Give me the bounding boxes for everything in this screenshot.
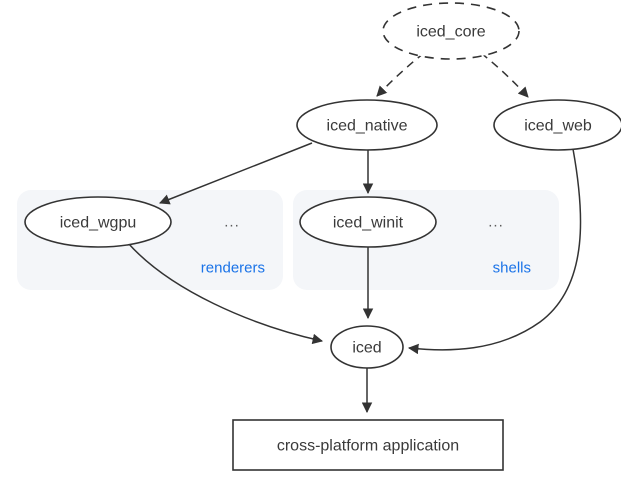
cluster-shells-label: shells — [493, 260, 531, 277]
node-iced-wgpu-shape[interactable] — [24, 196, 172, 248]
edge-core-to-web — [480, 52, 529, 98]
node-cross-platform-application[interactable]: cross-platform application — [232, 419, 504, 471]
node-iced-winit-shape[interactable] — [299, 196, 437, 248]
node-iced-winit-label: iced_winit — [333, 215, 404, 232]
edge-web-to-iced — [407, 148, 582, 355]
node-iced-core[interactable]: iced_core — [382, 2, 520, 60]
node-cross-platform-application-shape[interactable] — [232, 419, 504, 471]
node-iced-label: iced — [352, 340, 381, 357]
node-iced[interactable]: iced — [330, 325, 404, 369]
cluster-renderers-label: renderers — [201, 260, 265, 277]
node-iced-core-label: iced_core — [416, 24, 485, 41]
renderers-more-ellipsis: ... — [224, 214, 240, 231]
node-iced-native-shape[interactable] — [296, 99, 438, 151]
edge-native-to-wgpu — [159, 142, 313, 205]
shells-more-ellipsis: ... — [488, 214, 504, 231]
node-iced-winit[interactable]: iced_winit — [299, 196, 437, 248]
edge-wgpu-to-iced — [127, 242, 324, 345]
node-iced-wgpu[interactable]: iced_wgpu — [24, 196, 172, 248]
node-iced-web-label: iced_web — [524, 118, 592, 135]
node-iced-shape[interactable] — [330, 325, 404, 369]
node-iced-web[interactable]: iced_web — [493, 99, 621, 151]
node-iced-native-label: iced_native — [327, 118, 408, 135]
node-iced-core-shape[interactable] — [382, 2, 520, 60]
node-iced-wgpu-label: iced_wgpu — [60, 215, 137, 232]
node-iced-web-shape[interactable] — [493, 99, 621, 151]
edge-core-to-native — [376, 52, 425, 97]
node-iced-native[interactable]: iced_native — [296, 99, 438, 151]
node-cross-platform-application-label: cross-platform application — [277, 438, 459, 455]
